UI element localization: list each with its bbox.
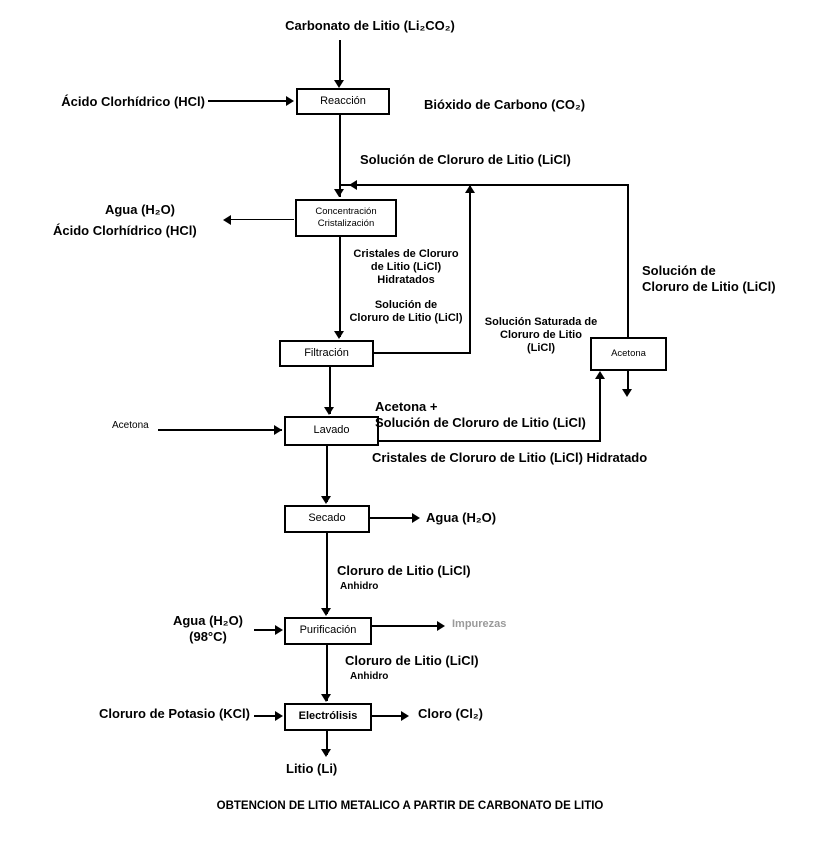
arrowhead-impurezas [437,621,445,631]
node-purificacion: Purificación [284,617,372,645]
line-acetona-recycle-vertical [627,186,629,337]
node-concentracion-cristalizacion: Concentración Cristalización [295,199,397,237]
arrowhead-acetona-output [622,389,632,397]
line-secado-output [370,517,416,519]
label-solucion-saturada: Solución Saturada de Cloruro de Litio (L… [484,316,598,355]
line-cloro-output [372,715,406,717]
line-filtracion-recycle-vertical [469,186,471,354]
node-secado: Secado [284,505,370,533]
arrowhead-filtracion-recycle-up [465,185,475,193]
label-acido-clorhidrico-input: Ácido Clorhídrico (HCl) [61,94,205,109]
label-impurezas: Impurezas [452,618,507,630]
node-electrolisis: Electrólisis [284,703,372,731]
arrowhead-agua98-into-purificacion [275,625,283,635]
line-acetona-output-down [627,371,629,391]
node-acetona: Acetona [590,337,667,371]
arrowhead-litio [321,749,331,757]
label-cristales-hidratado: Cristales de Cloruro de Litio (LiCl) Hid… [372,450,648,465]
line-kcl-to-electrolisis [254,715,280,717]
diagram-caption: OBTENCION DE LITIO METALICO A PARTIR DE … [216,800,604,812]
label-cloruro-litio-2: Cloruro de Litio (LiCl) [345,653,479,668]
arrowhead-into-acetona [595,371,605,379]
label-cloruro-litio-1: Cloruro de Litio (LiCl) [337,563,471,578]
arrowhead-into-filtracion [334,331,344,339]
label-acido-clorhidrico-output: Ácido Clorhídrico (HCl) [53,223,197,238]
arrowhead-kcl-into-electrolisis [275,711,283,721]
arrowhead-into-electrolisis [321,694,331,702]
line-electrolisis-to-litio [326,731,328,755]
arrowhead-to-agua-acido [223,215,231,225]
line-reaccion-to-concentracion [339,115,341,197]
arrowhead-into-concentracion [334,189,344,197]
arrowhead-agua-secado [412,513,420,523]
line-purificacion-to-electrolisis [326,645,328,701]
label-cloruro-potasio: Cloruro de Potasio (KCl) [99,706,250,721]
arrowhead-into-lavado [324,407,334,415]
line-acido-to-reaccion [208,100,288,102]
line-agua98-to-purificacion [254,629,280,631]
line-carbonato-to-reaccion [339,40,341,82]
node-lavado: Lavado [284,416,379,446]
line-lavado-to-acetona-horizontal [379,440,601,442]
arrowhead-into-purificacion [321,608,331,616]
label-acetona-mas-solucion: Acetona + Solución de Cloruro de Litio (… [375,399,586,430]
line-impurezas [372,625,442,627]
arrowhead-acido-into-reaccion [286,96,294,106]
line-filtracion-to-lavado [329,367,331,414]
label-anhidro-2: Anhidro [350,671,389,682]
node-filtracion: Filtración [279,340,374,367]
label-cloro: Cloro (Cl₂) [418,706,483,721]
line-recycle-top [340,184,629,186]
label-bioxido-de-carbono: Bióxido de Carbono (CO₂) [424,97,586,112]
label-litio: Litio (Li) [286,761,338,776]
label-acetona-input: Acetona [112,420,149,431]
line-concentracion-output-left [229,219,294,220]
label-solucion-licl-right: Solución de Cloruro de Litio (LiCl) [642,263,776,294]
label-agua-secado: Agua (H₂O) [426,510,497,525]
arrowhead-into-secado [321,496,331,504]
line-secado-to-purificacion [326,533,328,614]
line-acetona-to-lavado [158,429,282,431]
line-lavado-to-secado [326,446,328,502]
label-solucion-licl-top: Solución de Cloruro de Litio (LiCl) [360,152,571,167]
arrowhead-into-reaccion [334,80,344,88]
label-agua-98: Agua (H₂O) (98°C) [172,613,244,644]
label-agua-output: Agua (H₂O) [104,202,176,217]
label-carbonato-de-litio: Carbonato de Litio (Li₂CO₂) [285,18,455,33]
node-reaccion: Reacción [296,88,390,115]
arrowhead-acetona-into-lavado [274,425,282,435]
line-lavado-to-acetona-vertical [599,377,601,441]
line-concentracion-to-filtracion [339,237,341,337]
arrowhead-cloro [401,711,409,721]
label-cristales-hidratados: Cristales de Cloruro de Litio (LiCl) Hid… [353,248,459,287]
label-solucion-licl-mid: Solución de Cloruro de Litio (LiCl) [349,299,463,325]
label-anhidro-1: Anhidro [340,581,379,592]
arrowhead-recycle-join [349,180,357,190]
line-filtracion-recycle-horizontal [374,352,471,354]
